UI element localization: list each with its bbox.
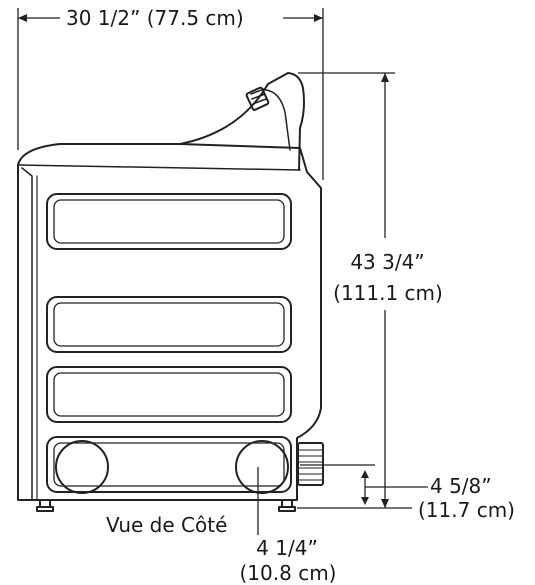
foot-offset-in-label: 4 1/4” [256, 536, 318, 560]
top-seam [17, 164, 301, 171]
bottom-recess [46, 436, 292, 493]
view-label: Vue de Côté [106, 513, 228, 537]
front-wheel-circle [235, 440, 289, 494]
leveling-foot-left [36, 499, 54, 512]
control-knob-icon [245, 86, 270, 111]
arrow-leg-bottom [361, 497, 369, 505]
side-recess-2-inner [53, 302, 285, 347]
bottom-recess-inner [53, 442, 285, 487]
door-edge [21, 167, 33, 501]
leg-height-in-label: 4 5/8” [430, 474, 492, 498]
cabinet-outline [17, 143, 322, 501]
arrow-height-top [381, 73, 389, 82]
arrow-width-right [314, 14, 323, 22]
rear-wheel-circle [55, 440, 109, 494]
arrow-height-bottom [381, 499, 389, 508]
control-console [179, 72, 305, 171]
side-recess-3-inner [53, 372, 285, 417]
side-recess-1 [46, 193, 292, 250]
side-recess-1-inner [53, 199, 285, 244]
exhaust-vent-icon [297, 442, 324, 486]
height-dimension-in-label: 43 3/4” [350, 250, 425, 274]
side-recess-2 [46, 296, 292, 353]
arrow-width-left [18, 14, 27, 22]
foot-offset-cm-label: (10.8 cm) [239, 561, 337, 585]
height-dimension-cm-label: (111.1 cm) [333, 281, 443, 305]
console-inner-edge [265, 89, 291, 151]
arrow-leg-top [361, 470, 369, 478]
side-recess-3 [46, 366, 292, 423]
leveling-foot-right [278, 499, 296, 512]
width-dimension-label: 30 1/2” (77.5 cm) [66, 6, 244, 30]
leg-height-cm-label: (11.7 cm) [418, 498, 515, 522]
